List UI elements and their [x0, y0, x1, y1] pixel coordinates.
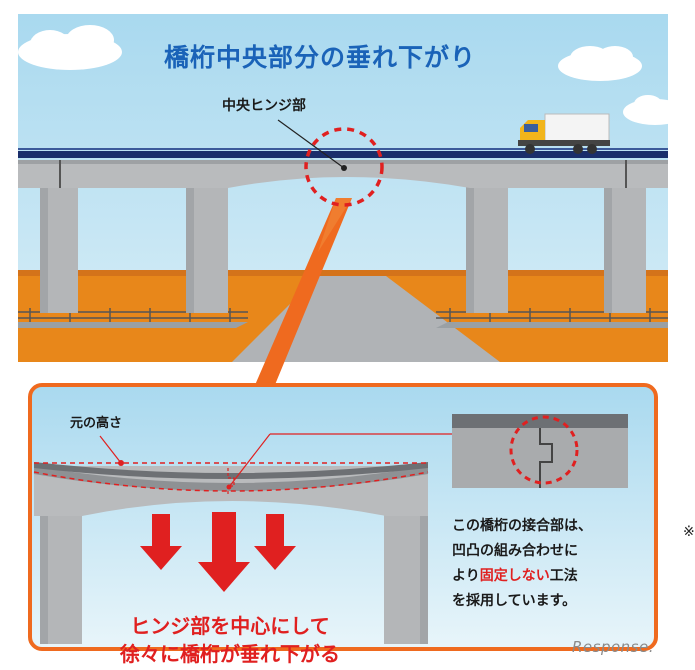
cloud-icon	[18, 25, 122, 70]
joint-explanation: この橋桁の接合部は、 凹凸の組み合わせに より固定しない工法 を採用しています。	[452, 514, 652, 614]
sag-caption-line1: ヒンジ部を中心にして	[130, 614, 330, 638]
callout-leader	[277, 119, 345, 169]
joint-highlight-circle	[509, 415, 579, 485]
hinge-highlight-circle	[304, 127, 384, 207]
sag-caption-line2: 徐々に橋桁が垂れ下がる	[120, 642, 340, 666]
explanation-line3-pre: より	[452, 568, 480, 584]
explanation-highlight: 固定しない	[479, 568, 550, 584]
truck-icon	[518, 113, 610, 154]
down-arrow-icon	[140, 514, 182, 570]
center-hinge-label: 中央ヒンジ部	[222, 98, 306, 114]
guard-rail	[18, 151, 668, 158]
explanation-line3-post: 工法	[549, 568, 578, 584]
note-mark: ※	[683, 524, 695, 540]
cloud-icon	[623, 95, 687, 125]
explanation-line4: を採用しています。	[452, 593, 577, 609]
joint-detail-diagram	[452, 414, 628, 488]
cloud-icon	[558, 46, 642, 81]
sagged-line	[33, 471, 429, 492]
down-arrow-icon	[254, 514, 296, 570]
response-watermark: Response.	[572, 638, 654, 656]
sag-caption: ヒンジ部を中心にして 徐々に橋桁が垂れ下がる	[40, 612, 420, 668]
detail-panel	[28, 383, 658, 651]
callout-pointer	[252, 198, 352, 392]
bridge-deck	[18, 160, 668, 188]
original-height-label: 元の高さ	[70, 416, 123, 431]
sagging-deck	[34, 466, 428, 491]
down-arrow-icon	[198, 512, 250, 592]
diagram-title: 橋桁中央部分の垂れ下がり	[163, 43, 476, 72]
explanation-line2: 凹凸の組み合わせに	[452, 543, 578, 559]
top-scene	[18, 14, 687, 392]
explanation-line3: より固定しない工法	[452, 564, 652, 589]
explanation-line1: この橋桁の接合部は、	[452, 518, 592, 534]
